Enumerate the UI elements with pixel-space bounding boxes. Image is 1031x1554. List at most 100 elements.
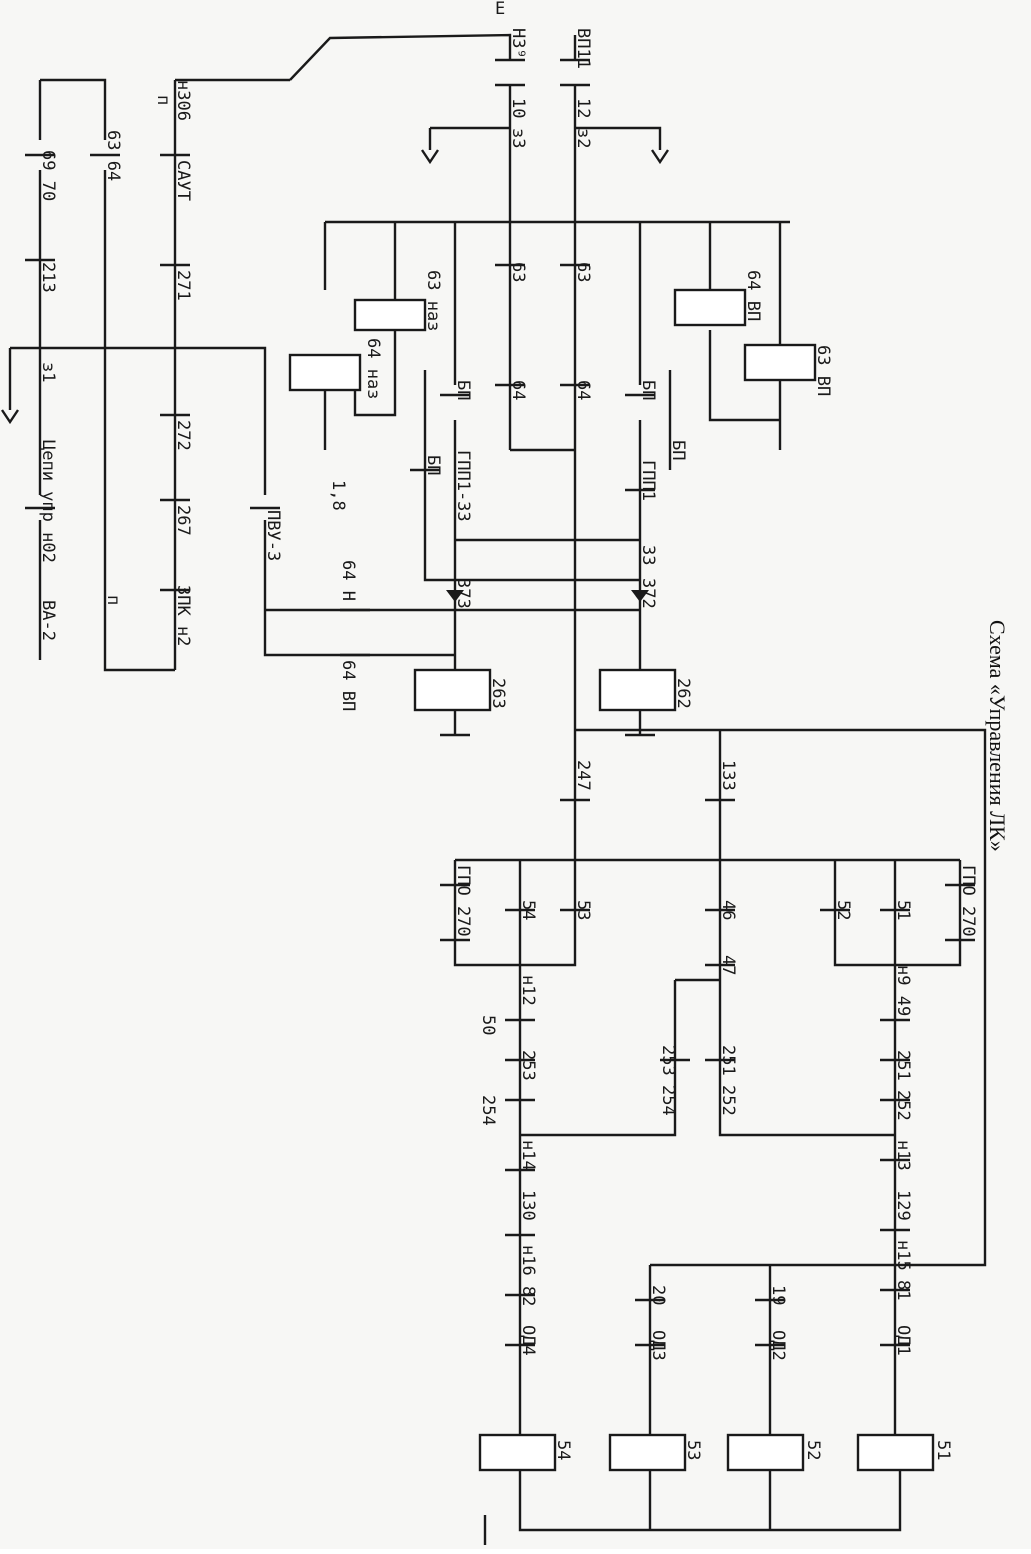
label-coil-63naz: 63 наз (423, 270, 443, 331)
label-c50: 50 (478, 1015, 498, 1035)
label-od1: ОД1 (893, 1325, 913, 1356)
label-c47: 47 (718, 955, 738, 975)
label-coil-54: 54 (553, 1440, 573, 1460)
label-c252a: 252 (718, 1085, 738, 1116)
label-c213: 213 (38, 262, 58, 293)
label-c51: 51 (893, 900, 913, 920)
label-c267: 267 (173, 505, 193, 536)
label-c254b: 254 (658, 1085, 678, 1116)
label-c81: 81 (893, 1280, 913, 1300)
label-c253a: 253 (518, 1050, 538, 1081)
coil-64naz (288, 353, 362, 392)
label-n12b: н12 (518, 975, 538, 1006)
label-c252b: 252 (893, 1090, 913, 1121)
label-bp-a: БП (453, 380, 473, 400)
label-bp-c: БП (423, 455, 443, 475)
label-c33: 33 (638, 545, 658, 565)
label-c271: 271 (173, 270, 193, 301)
label-c272: 272 (173, 420, 193, 451)
coil-52 (726, 1433, 805, 1472)
label-vp11: ВП11 (573, 28, 593, 69)
label-pvu: ПВУ-3 (263, 510, 283, 561)
lower-coils (478, 1433, 935, 1472)
label-d373: 373 (453, 578, 473, 609)
label-n14: н14 (518, 1140, 538, 1171)
label-c64a: 64 (508, 380, 528, 400)
label-bp-b: БП (638, 380, 658, 400)
label-coil-263: 263 (488, 678, 508, 709)
label-c254a: 254 (478, 1095, 498, 1126)
coil-63vp (743, 343, 817, 382)
label-c133: 133 (718, 760, 738, 791)
label-c64vp-bottom: 64 ВП (338, 660, 358, 711)
lower-contacts (440, 798, 975, 1347)
label-coil-53: 53 (683, 1440, 703, 1460)
label-n16-82: н16 82 (518, 1245, 538, 1306)
coil-263 (413, 668, 492, 712)
label-d372: 372 (638, 578, 658, 609)
schematic-title: Схема «Управления ЛК» (985, 620, 1010, 852)
label-coil-64vp: 64 ВП (743, 270, 763, 321)
label-c54: 54 (518, 900, 538, 920)
label-n12: 12 (573, 98, 593, 118)
label-c253b: 253 (658, 1045, 678, 1076)
label-c20: 20 (648, 1285, 668, 1305)
label-coil-51: 51 (933, 1440, 953, 1460)
label-n13: н13 (893, 1140, 913, 1171)
label-saut: САУТ (173, 160, 193, 201)
label-z2: з2 (573, 128, 593, 148)
label-c46: 46 (718, 900, 738, 920)
label-coil-63vp: 63 ВП (813, 345, 833, 396)
label-bp-d: БП (668, 440, 688, 460)
top-coils (288, 288, 817, 737)
top-mark: E (495, 0, 505, 19)
label-coil-262: 262 (673, 678, 693, 709)
coil-53 (608, 1433, 687, 1472)
label-n1-8: 1,8 (328, 480, 348, 511)
label-p-bottom: п (103, 595, 123, 605)
label-gpo-l: ГПО 270 (453, 865, 473, 937)
label-n9-49: н9 49 (893, 965, 913, 1016)
ground-arrows (1, 149, 669, 602)
coil-63naz (353, 298, 427, 332)
lower-wiring (453, 728, 987, 1545)
label-c63b: 63 (573, 262, 593, 282)
label-c129: 129 (893, 1190, 913, 1221)
label-c63-64: 63 64 (103, 130, 123, 181)
top-left-wiring (8, 33, 790, 730)
label-od4: ОД4 (518, 1325, 538, 1356)
label-n3-9: Н3⁹ (508, 28, 528, 59)
label-c19: 19 (768, 1285, 788, 1305)
label-p-top: п (153, 95, 173, 105)
label-c63a: 63 (508, 262, 528, 282)
label-c251a: 251 (718, 1045, 738, 1076)
label-gpp-b: ГПП1 (638, 460, 658, 501)
label-od3: ОД3 (648, 1330, 668, 1361)
label-va2: ВА-2 (38, 600, 58, 641)
coil-64vp (673, 288, 747, 327)
label-z1: з1 (38, 362, 58, 382)
label-c64b: 64 (573, 380, 593, 400)
coil-51 (856, 1433, 935, 1472)
label-c53: 53 (573, 900, 593, 920)
label-od2: ОД2 (768, 1330, 788, 1361)
label-z3: з3 (508, 128, 528, 148)
label-c52: 52 (833, 900, 853, 920)
label-cepi: Цепи упр н02 (38, 440, 58, 563)
label-gpo-r: ГПО 270 (958, 865, 978, 937)
label-c64h: 64 Н (338, 560, 358, 601)
label-c247: 247 (573, 760, 593, 791)
coil-54 (478, 1433, 557, 1472)
label-coil-52: 52 (803, 1440, 823, 1460)
label-zpk: ЗПК н2 (173, 585, 193, 646)
label-coil-64naz: 64 наз (363, 338, 383, 399)
label-n306: н306 (173, 80, 193, 121)
label-n15: н15 (893, 1240, 913, 1271)
label-n10: 10 (508, 98, 528, 118)
label-gpp-a: ГПП1-33 (453, 450, 473, 522)
label-c251b: 251 (893, 1050, 913, 1081)
top-contacts (25, 58, 655, 657)
